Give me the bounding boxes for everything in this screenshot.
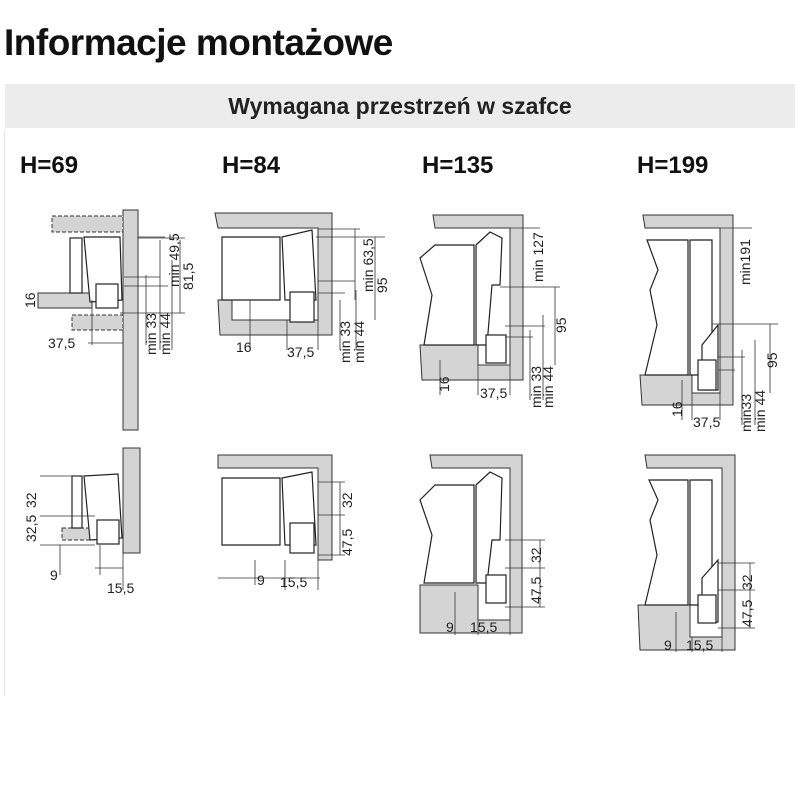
dim-min-b: min 44 — [157, 313, 173, 355]
dim-offset: 15,5 — [686, 637, 713, 653]
dim-board: 16 — [22, 292, 38, 308]
dim-lower: 32,5 — [23, 515, 39, 542]
drawing-h199-bottom: 32 47,5 9 15,5 — [637, 454, 755, 653]
dim-min-top: min 63,5 — [360, 238, 376, 292]
page-title: Informacje montażowe — [4, 22, 393, 63]
left-border — [4, 130, 5, 695]
dim-gap: 9 — [664, 637, 672, 653]
dim-gap: 9 — [50, 567, 58, 583]
dim-total: 95 — [553, 317, 569, 333]
dim-min-b: min 44 — [540, 366, 556, 408]
drawing-h135-top: min 127 95 16 37,5 min 33 min 44 — [419, 214, 569, 408]
height-label-69: H=69 — [20, 152, 79, 179]
dim-upper: 32 — [339, 492, 355, 508]
dim-offset: 37,5 — [693, 414, 720, 430]
drawing-h84-top: min 63,5 95 16 37,5 min 33 min 44 — [214, 212, 390, 363]
dim-total: 95 — [374, 277, 390, 293]
dim-upper: 32 — [23, 492, 39, 508]
dim-min-a: min 33 — [143, 313, 159, 355]
drawing-h69-top: min 49,5 81,5 16 37,5 min 33 min 44 — [22, 209, 196, 431]
dim-offset: 15,5 — [280, 574, 307, 590]
dim-upper: 32 — [528, 547, 544, 563]
dim-lower: 47,5 — [339, 529, 355, 556]
drawing-h84-bottom: 32 47,5 9 15,5 — [217, 454, 355, 590]
dim-min-b: min 44 — [752, 390, 768, 432]
height-label-84: H=84 — [222, 152, 281, 179]
dim-gap: 9 — [257, 572, 265, 588]
dim-upper: 32 — [739, 574, 755, 590]
dim-min-a: min 33 — [528, 366, 544, 408]
drawing-h69-bottom: 32 32,5 9 15,5 — [23, 447, 141, 596]
dim-min-top: min191 — [737, 239, 753, 285]
dim-board: 16 — [669, 401, 685, 417]
dim-lower: 47,5 — [739, 600, 755, 627]
dim-offset: 15,5 — [470, 619, 497, 635]
dim-offset: 37,5 — [480, 385, 507, 401]
section-header: Wymagana przestrzeń w szafce — [5, 84, 795, 128]
height-label-199: H=199 — [637, 152, 709, 179]
dim-offset: 37,5 — [48, 335, 75, 351]
section-title: Wymagana przestrzeń w szafce — [228, 92, 572, 119]
height-label-135: H=135 — [422, 152, 494, 179]
drawing-h199-top: min191 95 16 37,5 min33 min 44 — [639, 214, 780, 432]
dim-board: 16 — [436, 376, 452, 392]
dim-total: 81,5 — [180, 263, 196, 290]
dim-min-b: min 44 — [351, 321, 367, 363]
dim-lower: 47,5 — [528, 577, 544, 604]
dim-min-a: min 33 — [337, 321, 353, 363]
dim-min-a: min33 — [738, 394, 754, 432]
dim-offset: 15,5 — [107, 580, 134, 596]
dim-board: 16 — [236, 339, 252, 355]
dim-gap: 9 — [446, 619, 454, 635]
dim-offset: 37,5 — [287, 344, 314, 360]
drawing-h135-bottom: 32 47,5 9 15,5 — [419, 454, 545, 635]
dim-min-top: min 127 — [530, 232, 546, 282]
dim-total: 95 — [764, 352, 780, 368]
dim-min-top: min 49,5 — [166, 233, 182, 287]
